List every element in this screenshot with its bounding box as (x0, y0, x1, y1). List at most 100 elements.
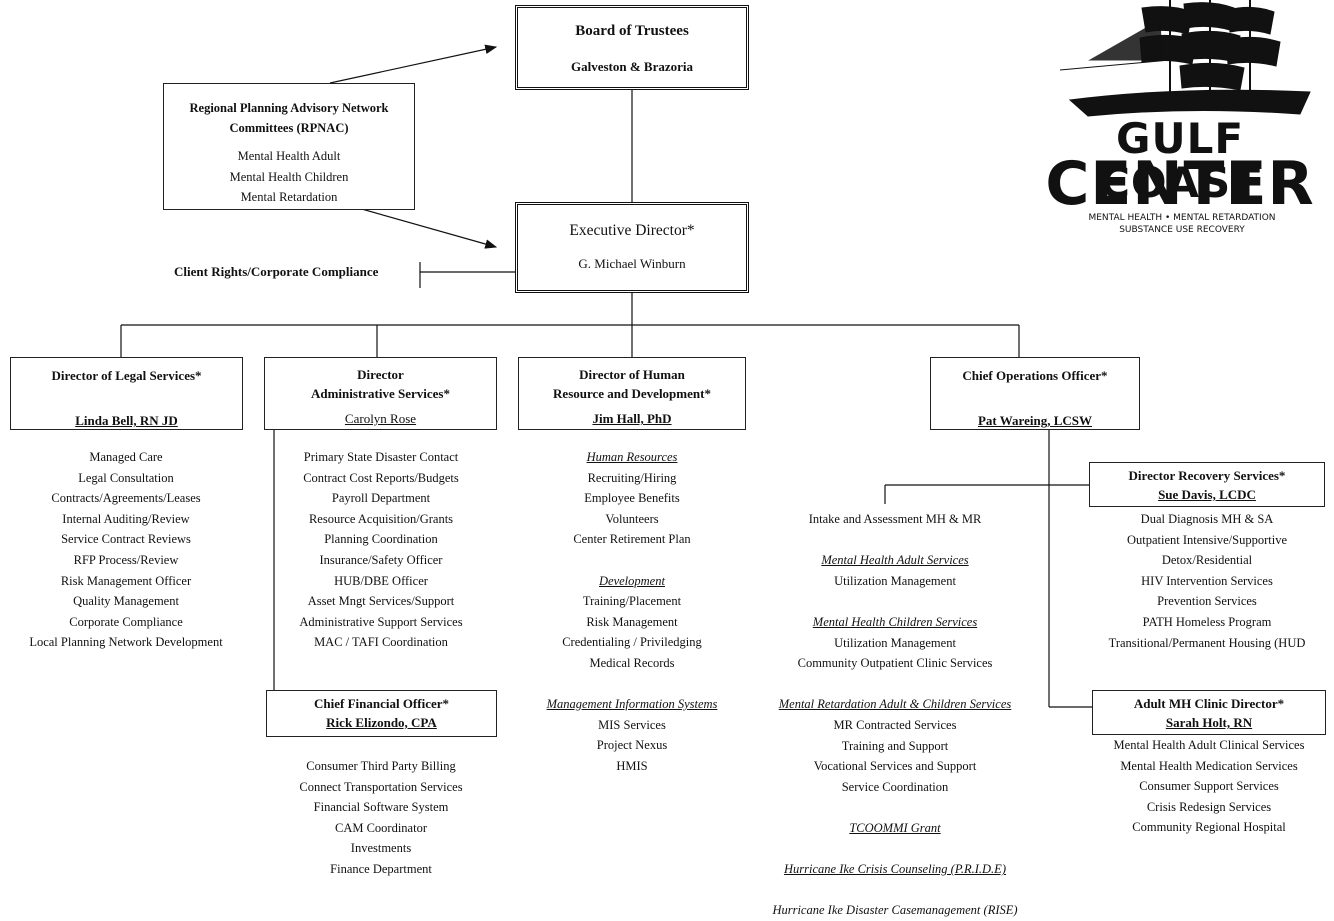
list-item: Insurance/Safety Officer (319, 552, 443, 567)
list-item: Payroll Department (331, 491, 431, 506)
executive-director-box: Executive Director* G. Michael Winburn (515, 202, 749, 293)
legal-title: Director of Legal Services* (51, 368, 202, 383)
coo-section-rise: Hurricane Ike Disaster Casemanagement (R… (772, 903, 1018, 918)
list-item: Outpatient Intensive/Supportive (1126, 532, 1288, 547)
list-item: Project Nexus (596, 738, 668, 753)
coo-box: Chief Operations Officer* Pat Wareing, L… (930, 357, 1140, 430)
hr-section-development: Development (599, 573, 665, 588)
list-item: Utilization Management (834, 573, 956, 588)
hr-section-mis: Management Information Systems (546, 697, 718, 712)
board-of-trustees-box: Board of Trustees Galveston & Brazoria (515, 5, 749, 90)
list-item: Center Retirement Plan (573, 532, 691, 547)
list-item: Community Outpatient Clinic Services (797, 656, 993, 671)
hr-name: Jim Hall, PhD (592, 411, 672, 426)
coo-responsibilities: Intake and Assessment MH & MR Mental Hea… (760, 509, 1030, 921)
rpnac-item: Mental Health Adult (237, 149, 341, 163)
list-item: Employee Benefits (584, 491, 680, 506)
cfo-responsibilities: Consumer Third Party Billing Connect Tra… (270, 756, 492, 880)
list-item: Transitional/Permanent Housing (HUD (1108, 635, 1306, 650)
adult-mh-clinic-box: Adult MH Clinic Director* Sarah Holt, RN (1092, 690, 1326, 735)
list-item: Asset Mngt Services/Support (307, 594, 455, 609)
list-item: Finance Department (330, 861, 432, 876)
logo-line2: CENTER (1045, 149, 1315, 219)
coo-section-mr: Mental Retardation Adult & Children Serv… (778, 697, 1012, 712)
admin-title-1: Director (357, 367, 404, 382)
logo-line1: GULF COAST (1099, 114, 1261, 207)
coo-section-tcoommi: TCOOMMI Grant (849, 820, 941, 835)
gulf-coast-center-logo: GULF COAST CENTER MENTAL HEALTH • MENTAL… (1030, 0, 1334, 240)
list-item: RFP Process/Review (73, 552, 179, 567)
hr-section-human-resources: Human Resources (586, 450, 678, 464)
list-item: Crisis Redesign Services (1146, 799, 1272, 814)
cfo-title: Chief Financial Officer* (313, 696, 450, 711)
list-item: Administrative Support Services (299, 614, 463, 629)
list-item: Local Planning Network Development (29, 635, 223, 650)
list-item: Financial Software System (313, 800, 449, 815)
coo-section-mh-adult: Mental Health Adult Services (821, 553, 969, 568)
board-subtitle: Galveston & Brazoria (570, 59, 694, 74)
rpnac-title: Regional Planning Advisory Network Commi… (189, 101, 389, 135)
list-item: Internal Auditing/Review (62, 511, 190, 526)
hr-title-1: Director of Human (579, 367, 685, 382)
clinic-name: Sarah Holt, RN (1165, 715, 1253, 730)
logo-tagline-2: SUBSTANCE USE RECOVERY (1119, 225, 1245, 235)
list-item: Managed Care (89, 450, 163, 464)
admin-title-2: Administrative Services* (310, 386, 450, 401)
list-item: Volunteers (605, 511, 659, 526)
list-item: Training and Support (841, 738, 949, 753)
list-item: Recruiting/Hiring (587, 470, 677, 485)
list-item: Primary State Disaster Contact (303, 450, 459, 464)
legal-name: Linda Bell, RN JD (75, 413, 178, 428)
list-item: Risk Management (586, 614, 678, 629)
coo-name: Pat Wareing, LCSW (977, 413, 1092, 428)
list-item: Dual Diagnosis MH & SA (1140, 512, 1274, 526)
executive-title: Executive Director* (569, 222, 695, 239)
admin-services-box: Director Administrative Services* Caroly… (264, 357, 497, 430)
list-item: Medical Records (589, 655, 675, 670)
logo-tagline-1: MENTAL HEALTH • MENTAL RETARDATION (1088, 213, 1276, 223)
rpnac-box: Regional Planning Advisory Network Commi… (163, 83, 415, 210)
list-item: Vocational Services and Support (813, 759, 977, 774)
list-item: Connect Transportation Services (299, 779, 463, 794)
list-item: Quality Management (73, 594, 179, 609)
admin-name: Carolyn Rose (344, 411, 417, 426)
recovery-services-box: Director Recovery Services* Sue Davis, L… (1089, 462, 1325, 507)
coo-section-mh-children: Mental Health Children Services (812, 614, 978, 629)
list-item: Training/Placement (582, 594, 682, 609)
list-item: Legal Consultation (78, 470, 174, 485)
recovery-title: Director Recovery Services* (1128, 468, 1286, 483)
client-rights-label: Client Rights/Corporate Compliance (174, 264, 379, 279)
list-item: Consumer Third Party Billing (306, 759, 456, 773)
list-item: MR Contracted Services (833, 717, 957, 732)
executive-name: G. Michael Winburn (578, 256, 686, 271)
rpnac-item: Mental Health Children (229, 169, 349, 184)
list-item: Consumer Support Services (1139, 779, 1279, 794)
legal-services-box: Director of Legal Services* Linda Bell, … (10, 357, 243, 430)
list-item: HIV Intervention Services (1141, 573, 1273, 588)
cfo-box: Chief Financial Officer* Rick Elizondo, … (266, 690, 497, 737)
hr-title-2: Resource and Development* (553, 386, 711, 401)
list-item: Utilization Management (834, 635, 956, 650)
clinic-title: Adult MH Clinic Director* (1133, 696, 1285, 711)
list-item: CAM Coordinator (334, 820, 427, 835)
list-item: Service Coordination (841, 779, 949, 794)
clinic-responsibilities: Mental Health Adult Clinical Services Me… (1088, 735, 1330, 838)
list-item: Community Regional Hospital (1132, 820, 1286, 835)
list-item: Contract Cost Reports/Budgets (303, 470, 459, 485)
admin-responsibilities: Primary State Disaster Contact Contract … (270, 447, 492, 653)
coo-intake: Intake and Assessment MH & MR (808, 512, 982, 526)
list-item: Mental Health Adult Clinical Services (1113, 738, 1305, 752)
recovery-responsibilities: Dual Diagnosis MH & SA Outpatient Intens… (1084, 509, 1330, 653)
list-item: MAC / TAFI Coordination (314, 635, 448, 650)
sailing-ship-icon (1059, 0, 1311, 117)
list-item: HUB/DBE Officer (334, 573, 428, 588)
list-item: Mental Health Medication Services (1120, 758, 1298, 773)
list-item: Service Contract Reviews (61, 532, 191, 547)
recovery-name: Sue Davis, LCDC (1158, 487, 1256, 502)
list-item: Corporate Compliance (69, 614, 183, 629)
list-item: Detox/Residential (1161, 553, 1253, 568)
board-title: Board of Trustees (575, 23, 689, 39)
hr-development-box: Director of Human Resource and Developme… (518, 357, 746, 430)
list-item: Resource Acquisition/Grants (308, 511, 454, 526)
rpnac-item: Mental Retardation (240, 190, 338, 204)
